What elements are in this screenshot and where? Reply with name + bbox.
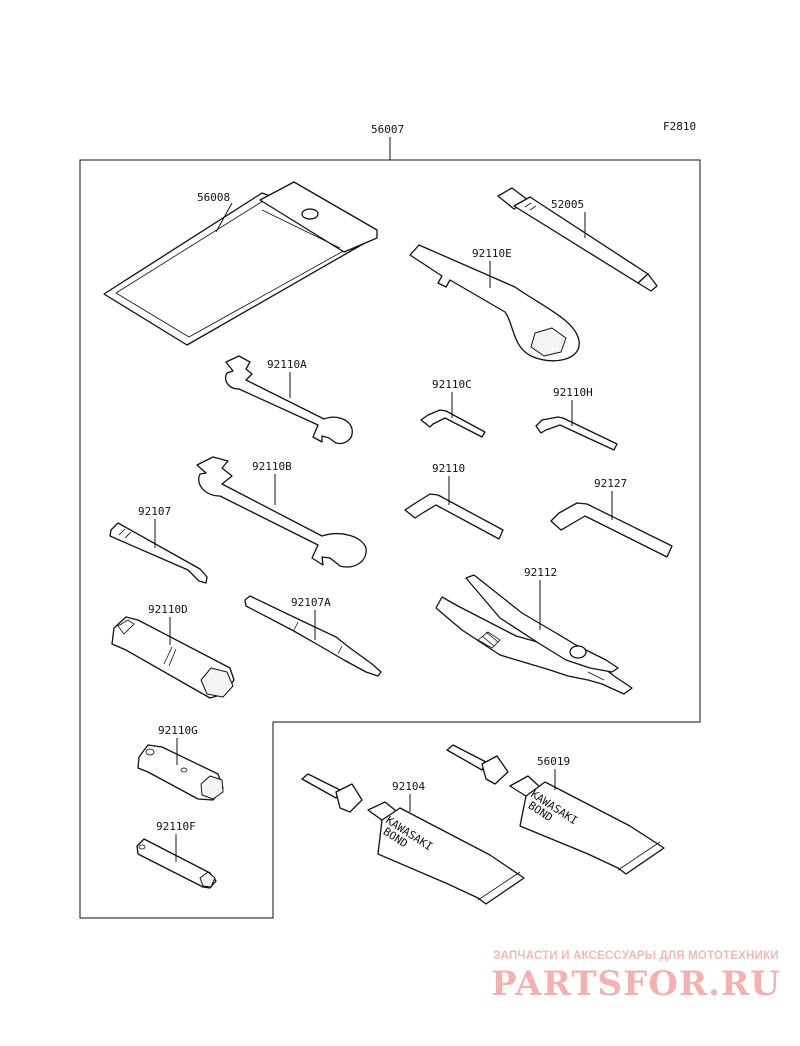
- hex-key-92127: [550, 502, 673, 558]
- part-label-92110E: 92110E: [472, 247, 512, 260]
- watermark-logo: PARTSFOR.RU: [491, 964, 781, 1004]
- open-wrench-92110A: [224, 355, 353, 445]
- open-wrench-92110B: [196, 456, 367, 568]
- box-spanner-92110D: [111, 616, 235, 699]
- leader-56008: [215, 202, 233, 233]
- part-label-56007: 56007: [371, 123, 404, 136]
- part-label-92110H: 92110H: [553, 386, 593, 399]
- pliers-92112: [435, 574, 633, 695]
- part-label-92112: 92112: [524, 566, 557, 579]
- part-label-92110B: 92110B: [252, 460, 292, 473]
- extension-bar-52005: [497, 187, 658, 292]
- tool-kit-outline-frame: [79, 159, 701, 919]
- tool-bag-56008: [103, 181, 378, 346]
- screwdriver-92107: [109, 522, 208, 584]
- watermark: ЗАПЧАСТИ И АКСЕССУАРЫ ДЛЯ МОТОТЕХНИКИ PA…: [476, 950, 796, 1004]
- ring-wrench-92110E: [409, 244, 580, 362]
- figure-code-label: F2810: [663, 120, 696, 133]
- tommy-bar-92110F: [136, 838, 217, 889]
- watermark-tagline: ЗАПЧАСТИ И АКСЕССУАРЫ ДЛЯ МОТОТЕХНИКИ: [493, 950, 779, 962]
- part-label-92110G: 92110G: [158, 724, 198, 737]
- hex-key-92110H: [535, 416, 618, 451]
- part-label-92110F: 92110F: [156, 820, 196, 833]
- part-label-92107: 92107: [138, 505, 171, 518]
- bond-tube-92104: KAWASAKI BOND: [301, 773, 525, 905]
- part-label-92104: 92104: [392, 780, 425, 793]
- part-label-92110: 92110: [432, 462, 465, 475]
- box-spanner-92110G: [137, 744, 224, 801]
- hex-key-92110: [404, 493, 504, 540]
- part-label-92127: 92127: [594, 477, 627, 490]
- part-label-56019: 56019: [537, 755, 570, 768]
- part-label-92110C: 92110C: [432, 378, 472, 391]
- screwdriver-92107A: [244, 595, 382, 677]
- bond-tube-56019: KAWASAKI BOND: [446, 744, 665, 875]
- part-label-52005: 52005: [551, 198, 584, 211]
- part-label-92110D: 92110D: [148, 603, 188, 616]
- part-label-56008: 56008: [197, 191, 230, 204]
- part-label-92110A: 92110A: [267, 358, 307, 371]
- hex-key-92110C: [420, 409, 486, 438]
- part-label-92107A: 92107A: [291, 596, 331, 609]
